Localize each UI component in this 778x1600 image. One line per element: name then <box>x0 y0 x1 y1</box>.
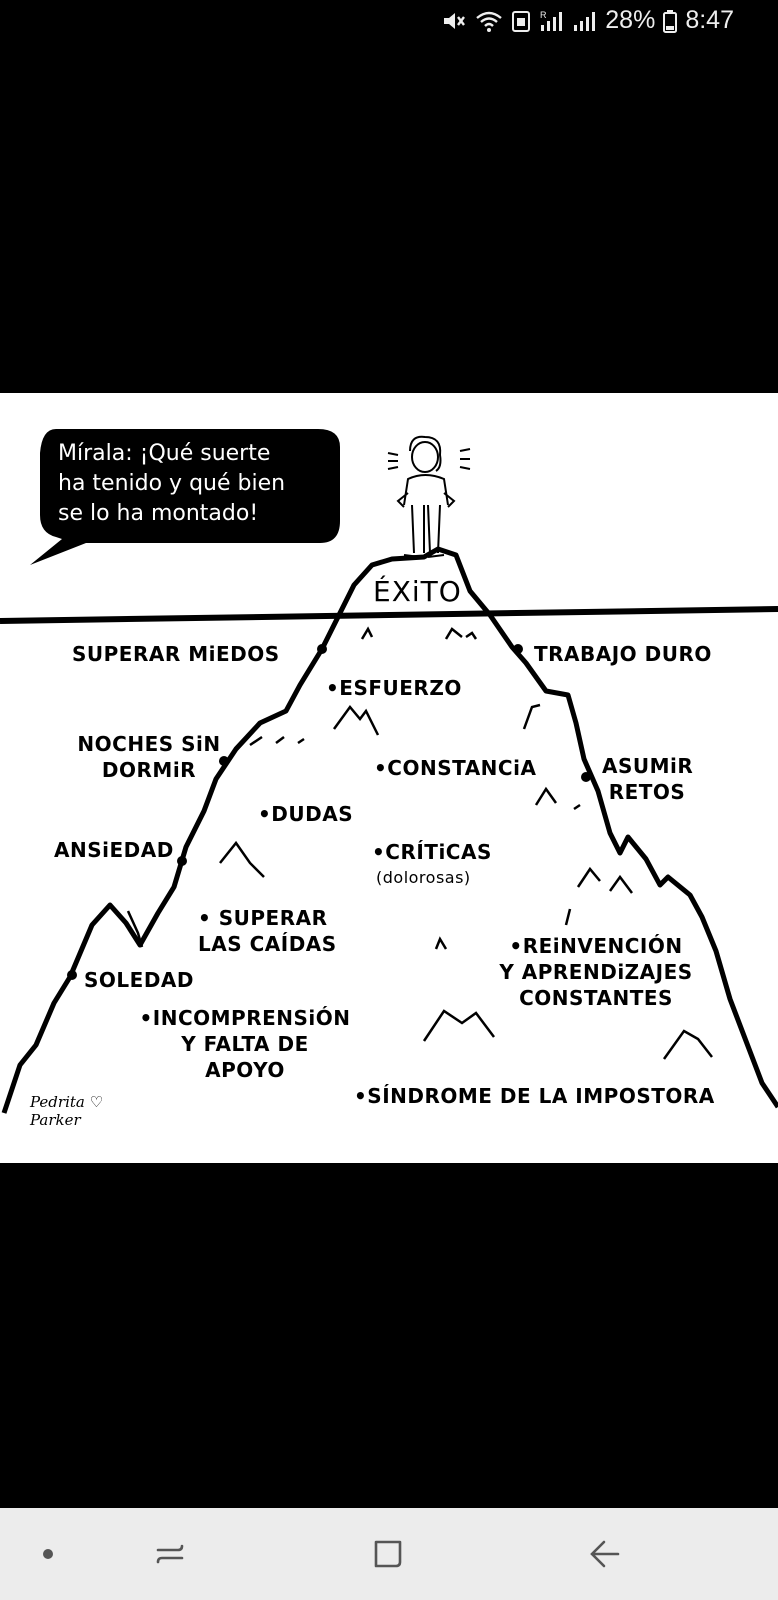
signal-r-icon: R <box>539 9 565 33</box>
mountain-outline <box>1 546 778 1114</box>
clock: 8:47 <box>685 6 734 34</box>
mountain-ridges <box>126 626 713 1060</box>
dot-icon[interactable] <box>20 1526 76 1582</box>
label-constancia: •CONSTANCiA <box>374 756 537 780</box>
label-criticas: •CRÍTiCAS <box>372 840 492 864</box>
label-ansiedad: ANSiEDAD <box>54 838 174 862</box>
woman-character <box>387 435 471 558</box>
label-soledad: SOLEDAD <box>84 968 194 992</box>
label-reinvencion: •REiNVENCIÓN Y APRENDiZAJES CONSTANTES <box>499 934 693 1010</box>
battery-icon <box>663 9 678 33</box>
status-icons: R 28% 8:47 <box>441 8 734 33</box>
battery-percentage: 28% <box>605 6 656 34</box>
signal-icon <box>573 9 597 33</box>
label-esfuerzo: •ESFUERZO <box>326 676 462 700</box>
label-superar-caidas: • SUPERAR LAS CAÍDAS <box>198 906 337 956</box>
artist-signature: Pedrita ♡ Parker <box>30 1093 104 1129</box>
peak-label: ÉXiTO <box>373 575 462 608</box>
label-dudas: •DUDAS <box>258 802 354 826</box>
wifi-icon <box>475 9 503 33</box>
label-dolorosas: (dolorosas) <box>376 868 471 887</box>
path-markers <box>67 644 591 980</box>
image-viewer[interactable]: Mírala: ¡Qué suerte ha tenido y qué bien… <box>0 393 778 1163</box>
mute-icon <box>441 9 467 33</box>
recent-apps-icon[interactable] <box>142 1526 198 1582</box>
sim-icon <box>511 9 531 33</box>
label-trabajo-duro: TRABAJO DURO <box>534 642 712 666</box>
svg-text:R: R <box>540 10 547 20</box>
navigation-bar <box>0 1508 778 1600</box>
horizon-line <box>0 606 778 624</box>
label-incomprension: •INCOMPRENSiÓN Y FALTA DE APOYO <box>139 1006 351 1082</box>
label-asumir-retos: ASUMiR RETOS <box>602 754 694 804</box>
status-bar: R 28% 8:47 <box>0 0 778 48</box>
back-icon[interactable] <box>576 1526 632 1582</box>
speech-bubble-text: Mírala: ¡Qué suerte ha tenido y qué bien… <box>58 441 286 526</box>
speech-bubble <box>30 429 340 565</box>
comic-illustration <box>0 429 778 1114</box>
home-icon[interactable] <box>360 1526 416 1582</box>
label-superar-miedos: SUPERAR MiEDOS <box>72 642 280 666</box>
label-sindrome-impostora: •SÍNDROME DE LA IMPOSTORA <box>354 1084 715 1108</box>
label-noches-sin-dormir: NOCHES SiN DORMiR <box>77 732 221 782</box>
